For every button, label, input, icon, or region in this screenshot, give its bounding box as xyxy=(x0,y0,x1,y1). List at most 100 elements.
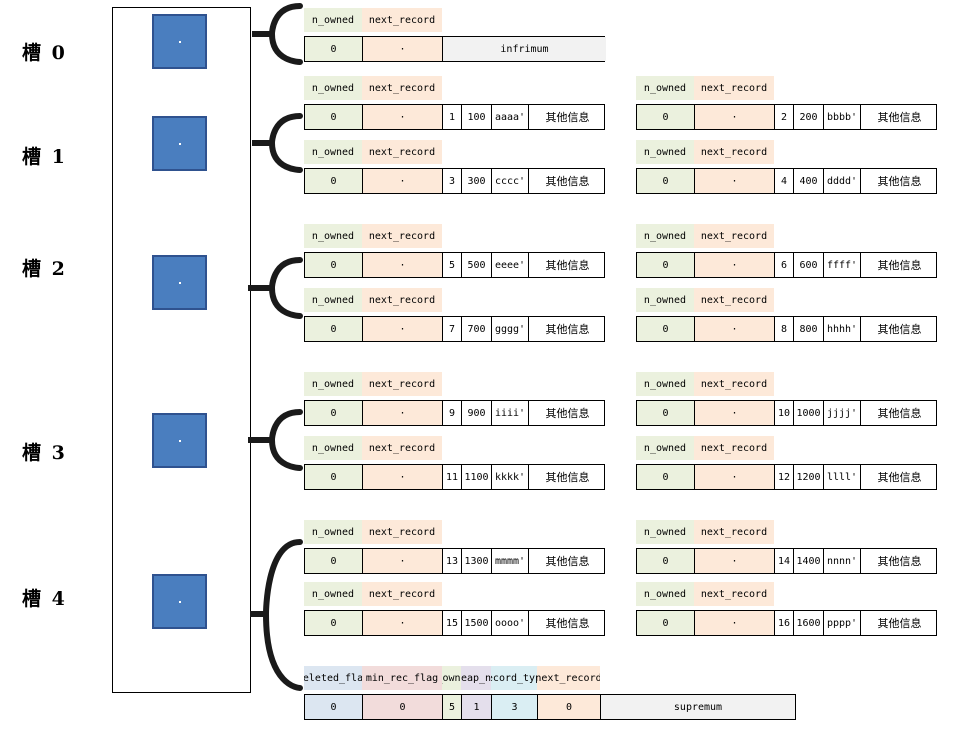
cell-next-record: · xyxy=(695,401,775,425)
cell-info: 其他信息 xyxy=(877,471,922,484)
brace-slot-2 xyxy=(248,257,303,319)
page-directory xyxy=(112,7,251,693)
cell-id: 14 xyxy=(775,549,794,573)
header-n-owned: n_owned xyxy=(636,436,694,460)
cell-n-owned: 0 xyxy=(305,549,363,573)
slot-0-label: 槽 0 xyxy=(22,42,67,64)
cell-n-owned: 0 xyxy=(637,465,695,489)
header-next-record: next_record xyxy=(694,76,774,100)
supremum-header-3: heap_no xyxy=(461,666,491,690)
cell-next-record: · xyxy=(695,317,775,341)
cell-name: gggg' xyxy=(492,317,529,341)
cell-value: 100 xyxy=(462,105,492,129)
supremum-cell-0: 0 xyxy=(305,695,363,719)
cell-info: 其他信息 xyxy=(545,111,590,124)
cell-info: 其他信息 xyxy=(545,259,590,272)
cell-n-owned: 0 xyxy=(637,611,695,635)
supremum-name: supremum xyxy=(601,695,795,719)
cell-id: 7 xyxy=(443,317,462,341)
cell-info: 其他信息 xyxy=(545,175,590,188)
header-next-record: next_record xyxy=(362,8,442,32)
cell-name: aaaa' xyxy=(492,105,529,129)
header-n-owned: n_owned xyxy=(636,224,694,248)
cell-value: 500 xyxy=(462,253,492,277)
cell-id: 1 xyxy=(443,105,462,129)
cell-id: 15 xyxy=(443,611,462,635)
cell-value: 1600 xyxy=(794,611,824,635)
cell-id: 5 xyxy=(443,253,462,277)
supremum-cell-1: 0 xyxy=(363,695,443,719)
header-next-record: next_record xyxy=(694,372,774,396)
supremum-cell-5: 0 xyxy=(538,695,601,719)
cell-name: eeee' xyxy=(492,253,529,277)
cell-next-record: · xyxy=(695,253,775,277)
cell-name: dddd' xyxy=(824,169,861,193)
header-n-owned: n_owned xyxy=(304,8,362,32)
header-next-record: next_record xyxy=(362,76,442,100)
header-n-owned: n_owned xyxy=(304,436,362,460)
cell-name: pppp' xyxy=(824,611,861,635)
cell-id: 2 xyxy=(775,105,794,129)
cell-id: 4 xyxy=(775,169,794,193)
cell-value: 1300 xyxy=(462,549,492,573)
cell-n-owned: 0 xyxy=(637,549,695,573)
cell-name: cccc' xyxy=(492,169,529,193)
cell-next-record: · xyxy=(363,465,443,489)
supremum-header-1: min_rec_flag xyxy=(362,666,442,690)
header-n-owned: n_owned xyxy=(636,520,694,544)
header-n-owned: n_owned xyxy=(636,76,694,100)
cell-id: 3 xyxy=(443,169,462,193)
brace-slot-4 xyxy=(249,539,303,691)
cell-n-owned: 0 xyxy=(305,37,363,61)
cell-id: 9 xyxy=(443,401,462,425)
cell-value: 1500 xyxy=(462,611,492,635)
header-n-owned: n_owned xyxy=(636,372,694,396)
cell-next-record: · xyxy=(363,317,443,341)
cell-name: nnnn' xyxy=(824,549,861,573)
cell-info: 其他信息 xyxy=(545,407,590,420)
cell-n-owned: 0 xyxy=(305,169,363,193)
cell-n-owned: 0 xyxy=(305,105,363,129)
cell-id: 6 xyxy=(775,253,794,277)
header-n-owned: n_owned xyxy=(304,140,362,164)
cell-n-owned: 0 xyxy=(305,611,363,635)
cell-info: 其他信息 xyxy=(877,617,922,630)
cell-info: 其他信息 xyxy=(877,555,922,568)
cell-name: ffff' xyxy=(824,253,861,277)
cell-info: 其他信息 xyxy=(877,175,922,188)
cell-name: kkkk' xyxy=(492,465,529,489)
cell-name: hhhh' xyxy=(824,317,861,341)
slot-4-pointer xyxy=(152,574,207,629)
slot-3-label: 槽 3 xyxy=(22,442,67,464)
cell-value: 1400 xyxy=(794,549,824,573)
cell-name: mmmm' xyxy=(492,549,529,573)
cell-value: 900 xyxy=(462,401,492,425)
cell-info: 其他信息 xyxy=(545,555,590,568)
brace-slot-3 xyxy=(248,409,303,471)
cell-info: 其他信息 xyxy=(545,471,590,484)
cell-next-record: · xyxy=(363,611,443,635)
cell-info: 其他信息 xyxy=(545,323,590,336)
header-next-record: next_record xyxy=(694,224,774,248)
cell-id: 16 xyxy=(775,611,794,635)
cell-name: oooo' xyxy=(492,611,529,635)
slot-2-pointer xyxy=(152,255,207,310)
slot-3-pointer xyxy=(152,413,207,468)
supremum-header-0: deleted_flag xyxy=(304,666,362,690)
cell-n-owned: 0 xyxy=(637,253,695,277)
cell-value: 1200 xyxy=(794,465,824,489)
